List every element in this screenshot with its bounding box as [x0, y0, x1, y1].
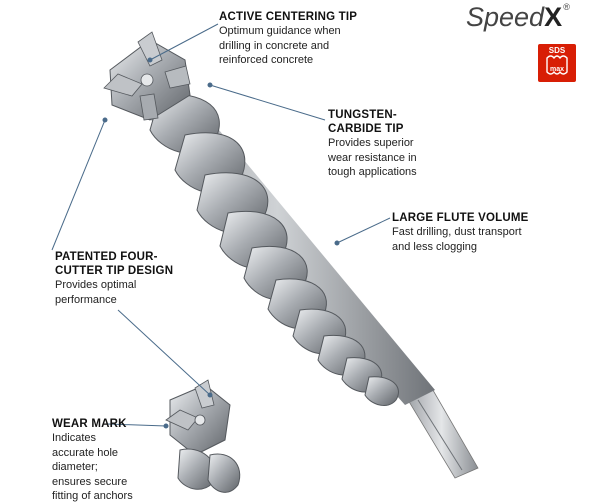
- callout-line: diameter;: [52, 461, 98, 473]
- callout-large-flute-volume: LARGE FLUTE VOLUME Fast drilling, dust t…: [392, 211, 529, 254]
- callout-line: fitting of anchors: [52, 490, 133, 502]
- callout-line: reinforced concrete: [219, 54, 314, 66]
- callout-title-line: TUNGSTEN-: [328, 109, 397, 121]
- callout-wear-mark: WEAR MARK Indicates accurate hole diamet…: [52, 417, 133, 504]
- sds-max-emblem-icon: [546, 55, 568, 75]
- registered-mark: ®: [563, 2, 570, 12]
- callout-line: ensures secure: [52, 475, 128, 488]
- callout-title: LARGE FLUTE VOLUME: [392, 212, 529, 224]
- callout-line: Provides optimal: [55, 279, 137, 291]
- callout-title: WEAR MARK: [52, 418, 127, 430]
- callout-line: Fast drilling, dust transport: [392, 226, 522, 238]
- callout-title: ACTIVE CENTERING TIP: [219, 11, 358, 23]
- brand-name: Speed: [466, 2, 545, 32]
- callout-line: tough applications: [328, 166, 417, 178]
- callout-title-line: PATENTED FOUR-: [55, 251, 158, 263]
- leader-lines: [51, 23, 391, 429]
- callout-line: and less clogging: [392, 240, 478, 253]
- callout-line: Provides superior: [328, 137, 414, 149]
- callout-line: wear resistance in: [328, 151, 417, 164]
- callout-line: drilling in concrete and: [219, 39, 330, 52]
- callout-line: accurate hole: [52, 446, 119, 459]
- callout-tungsten-carbide-tip: TUNGSTEN- CARBIDE TIP Provides superior …: [328, 108, 417, 180]
- callout-four-cutter-tip: PATENTED FOUR- CUTTER TIP DESIGN Provide…: [55, 250, 173, 307]
- callout-title-line: CUTTER TIP DESIGN: [55, 265, 174, 277]
- brand-mark: X: [544, 2, 563, 32]
- callout-line: Optimum guidance when: [219, 25, 341, 37]
- callout-line: performance: [55, 293, 117, 306]
- callout-line: Indicates: [52, 432, 97, 444]
- callout-active-centering-tip: ACTIVE CENTERING TIP Optimum guidance wh…: [219, 10, 357, 68]
- badge-top-text: SDS: [548, 46, 566, 55]
- sds-max-badge: SDS max: [538, 44, 576, 82]
- four-cutter-tip: [103, 31, 191, 121]
- wear-mark-tip: [165, 379, 241, 493]
- speedx-logo: SpeedX®: [466, 2, 570, 33]
- badge-bottom-text: max: [549, 66, 564, 73]
- callout-title-line: CARBIDE TIP: [328, 123, 404, 135]
